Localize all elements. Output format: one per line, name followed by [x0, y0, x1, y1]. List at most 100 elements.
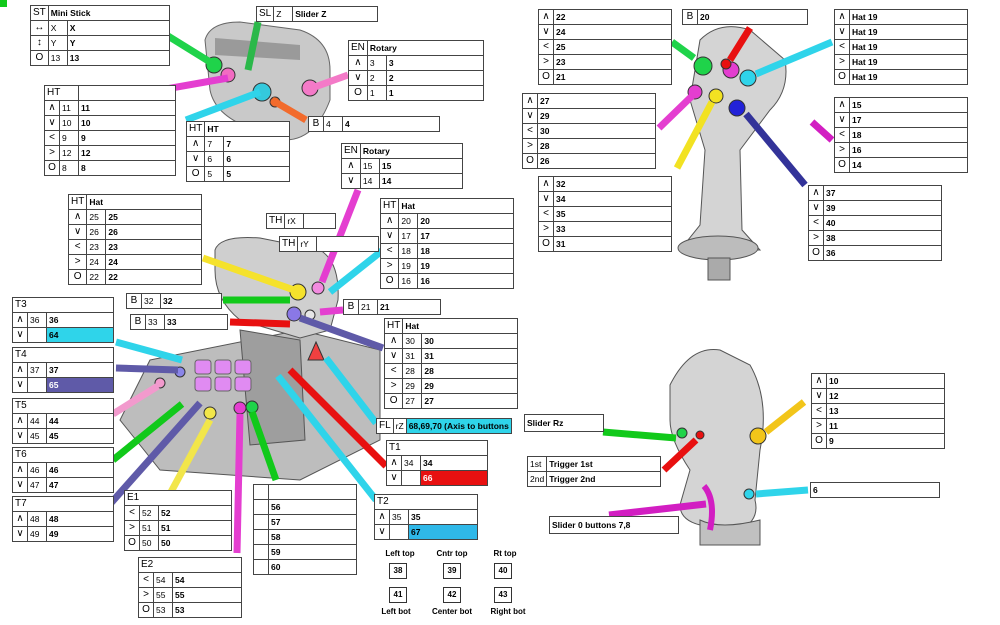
flaps-lever — [307, 340, 325, 361]
row-symbol: ∧ — [12, 312, 28, 328]
row-code: 51 — [139, 520, 159, 536]
stick2-yellow-hat — [749, 427, 767, 445]
table-title: Rotary — [359, 143, 464, 159]
grid-label: Left top — [385, 549, 415, 558]
row-symbol: ↕ — [30, 35, 49, 51]
stick2-button-6 — [743, 488, 755, 500]
row-symbol: < — [834, 127, 850, 143]
row-symbol: ∨ — [374, 524, 390, 540]
row-code: rX — [284, 213, 305, 229]
row-symbol: O — [538, 69, 554, 85]
grid-cell: 41 — [389, 587, 407, 603]
row-code: 28 — [402, 363, 423, 379]
row-code: 11 — [59, 100, 79, 116]
row-symbol: O — [124, 535, 140, 551]
row-code: 3 — [366, 55, 387, 71]
row-value: 14 — [849, 157, 968, 173]
encoder-e2 — [233, 401, 247, 415]
table-title: Hat — [402, 318, 518, 334]
row-code: 27 — [402, 393, 423, 409]
row-symbol: ∨ — [808, 200, 824, 216]
row-value: 13 — [826, 403, 945, 419]
row-symbol: < — [138, 572, 154, 588]
pad-button-1 — [194, 359, 212, 375]
row-value: 20 — [697, 9, 808, 25]
row-value: 18 — [849, 127, 968, 143]
row-value: 20 — [417, 213, 514, 229]
row-symbol: < — [834, 39, 850, 55]
row-code: 30 — [402, 333, 423, 349]
row-value: 52 — [158, 505, 232, 521]
row-value: 22 — [553, 9, 672, 25]
row-value: 10 — [78, 115, 176, 131]
row-symbol: O — [808, 245, 824, 261]
row-symbol: < — [124, 505, 140, 521]
row-value: Hat 19 — [849, 69, 968, 85]
row-symbol: O — [44, 160, 60, 176]
table-code: T7 — [12, 496, 114, 512]
row-code: 45 — [27, 428, 47, 444]
row-value: Hat 19 — [849, 24, 968, 40]
row-symbol: ∨ — [538, 24, 554, 40]
row-value: 53 — [172, 602, 242, 618]
leader-lines — [100, 21, 835, 554]
row-value: 10 — [826, 373, 945, 389]
row-symbol: ∧ — [341, 158, 361, 174]
row-symbol: ∧ — [808, 185, 824, 201]
row-symbol: ∨ — [348, 70, 368, 86]
slider-rz-table: Slider Rz — [524, 414, 604, 432]
table-code: FL — [376, 418, 394, 434]
table-title: Hat — [398, 198, 514, 214]
row-symbol: O — [138, 602, 154, 618]
grid-cell: 43 — [494, 587, 512, 603]
row-symbol: ∧ — [12, 413, 28, 429]
row-value: 36 — [823, 245, 942, 261]
row-value: 31 — [421, 348, 518, 364]
row-symbol: ∧ — [379, 213, 400, 229]
table-code: T1 — [386, 440, 488, 456]
table-code: HT — [67, 194, 88, 210]
stick-illustration — [677, 26, 787, 281]
row-code: 23 — [86, 239, 107, 255]
row-symbol: ∨ — [44, 115, 60, 131]
row-symbol: O — [30, 50, 49, 66]
row-code: 49 — [27, 526, 47, 542]
row-symbol: ∨ — [12, 377, 28, 393]
row-value: 38 — [823, 230, 942, 246]
row-value: 21 — [553, 69, 672, 85]
row-value: 9 — [826, 433, 945, 449]
row-value: 11 — [826, 418, 945, 434]
row-value: 26 — [537, 153, 656, 169]
row-value: Slider Z — [292, 6, 378, 22]
row-symbol: O — [811, 433, 827, 449]
stick2-trigger — [695, 430, 705, 440]
table-code: T4 — [12, 347, 114, 363]
grid-cell: 39 — [443, 563, 461, 579]
table-code: HT — [185, 121, 206, 137]
row-code: 2 — [366, 70, 387, 86]
row-value: 16 — [849, 142, 968, 158]
stick-hat-green — [693, 56, 713, 76]
row-code: 29 — [402, 378, 423, 394]
row-symbol: ∨ — [12, 327, 28, 343]
stick-hat-cyan — [739, 69, 757, 87]
row-code: 52 — [139, 505, 159, 521]
row-value: Hat 19 — [849, 9, 968, 25]
row-value: 21 — [377, 299, 441, 315]
row-value: 17 — [849, 112, 968, 128]
